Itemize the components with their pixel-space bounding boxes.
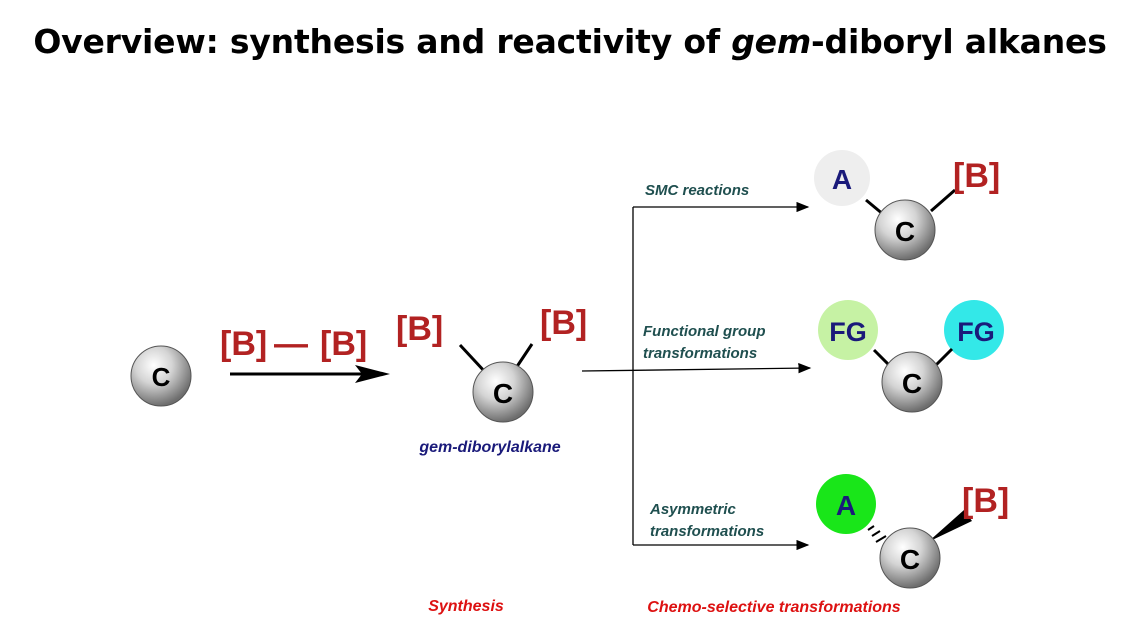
asym-a-label: A: [836, 490, 856, 521]
branch-fg-label-line2: transformations: [643, 345, 757, 362]
fg-left-label: FG: [829, 317, 867, 347]
reagent-boron-left: [B]: [220, 325, 267, 363]
branch-asym-label-line2: transformations: [650, 523, 764, 540]
branch-smc-label: SMC reactions: [645, 182, 749, 199]
smc-a-label: A: [832, 164, 852, 195]
product-smc: A C [B]: [814, 150, 1000, 261]
gem-diborylalkane-structure: [B] [B] C: [396, 304, 587, 423]
reagent-b2: [B] — [B]: [220, 325, 367, 363]
synthesis-arrow: [230, 365, 390, 383]
title-prefix: Overview: synthesis and reactivity of: [33, 22, 732, 61]
smc-carbon-label: C: [895, 216, 915, 247]
branch-fg-label-line1: Functional group: [643, 323, 765, 340]
title-italic: gem: [731, 22, 812, 61]
slide-title: Overview: synthesis and reactivity of ge…: [0, 22, 1140, 61]
reagent-boron-right: [B]: [320, 325, 367, 363]
start-carbon-sphere: C: [130, 345, 192, 407]
chemo-section-label: Chemo-selective transformations: [647, 599, 901, 616]
fg-right-label: FG: [957, 317, 995, 347]
asym-boron-label: [B]: [962, 482, 1009, 520]
boron-left-label: [B]: [396, 310, 443, 348]
reagent-bond: —: [274, 325, 308, 363]
start-carbon-label: C: [152, 362, 171, 392]
product-asymmetric: A C [B]: [816, 474, 1009, 589]
boron-right-label: [B]: [540, 304, 587, 342]
synthesis-section-label: Synthesis: [428, 598, 504, 615]
fg-carbon-label: C: [902, 368, 922, 399]
gem-diborylalkane-label: gem-diborylalkane: [418, 439, 560, 456]
asym-carbon-label: C: [900, 544, 920, 575]
product-fg: FG FG C: [818, 300, 1004, 413]
title-suffix: -diboryl alkanes: [811, 22, 1107, 61]
branch-asym-label-line1: Asymmetric: [649, 501, 737, 518]
smc-boron-label: [B]: [953, 157, 1000, 195]
gem-carbon-label: C: [493, 378, 513, 409]
branch-arrows: [581, 201, 812, 551]
